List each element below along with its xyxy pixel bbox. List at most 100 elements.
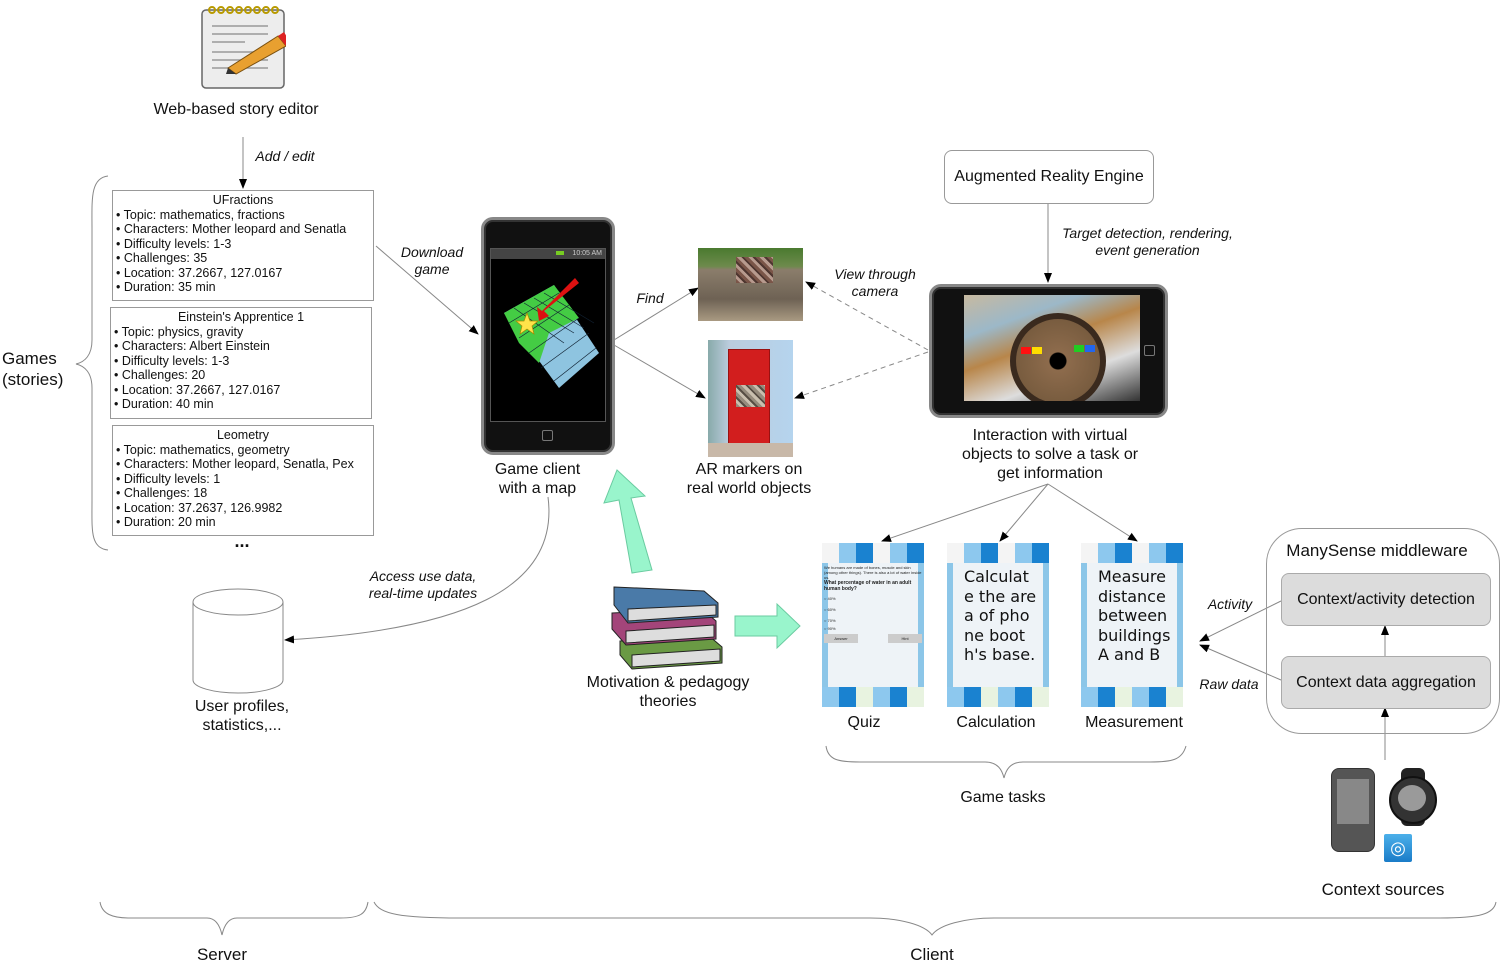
- battery-icon: [556, 251, 565, 256]
- story-item: Location: 37.2637, 126.9982: [116, 501, 370, 516]
- smartphone-screen: [1337, 779, 1369, 824]
- view-through-camera-label: View through camera: [834, 266, 916, 299]
- story-title: Leometry: [216, 428, 270, 442]
- task-text: Calculat e the area of phone booth's bas…: [964, 567, 1037, 664]
- task-edge: [822, 563, 828, 687]
- context-activity-detection[interactable]: Context/activity detection: [1281, 573, 1491, 626]
- story-card[interactable]: Leometry Topic: mathematics, geometry Ch…: [112, 425, 374, 536]
- games-brace: [75, 175, 109, 551]
- story-item: Duration: 40 min: [114, 397, 368, 412]
- context-sources-label: Context sources: [1321, 880, 1445, 899]
- ar-engine-box[interactable]: Augmented Reality Engine: [944, 150, 1154, 204]
- quiz-content: We humans are made of bones, muscle and …: [824, 565, 922, 643]
- tree-stump-photo: [698, 248, 803, 321]
- task-top-bar: [947, 543, 1049, 563]
- blue-marker: [1085, 345, 1095, 352]
- find-label: Find: [636, 290, 664, 306]
- story-item: Challenges: 20: [114, 368, 368, 383]
- download-game-label: Download game: [400, 244, 464, 277]
- story-title: Einstein's Apprentice 1: [177, 310, 305, 324]
- task-top-bar: [822, 543, 924, 563]
- more-stories-ellipsis: ...: [234, 531, 250, 551]
- task-top-bar: [1081, 543, 1183, 563]
- games-label: Games (stories): [2, 349, 64, 389]
- client-brace: [373, 901, 1497, 936]
- story-item: Difficulty levels: 1-3: [114, 354, 368, 369]
- target-detection-label: Target detection, rendering, event gener…: [1062, 225, 1233, 258]
- books-label: Motivation & pedagogy theories: [586, 674, 750, 710]
- phone-booth-photo: [708, 340, 793, 457]
- task-edge: [947, 563, 953, 687]
- game-client-label: Game client with a map: [494, 461, 581, 497]
- virtual-object-ring: [1010, 313, 1106, 401]
- ar-marker: [736, 257, 773, 283]
- story-item: Challenges: 35: [116, 251, 370, 266]
- server-tier-label: Server: [196, 945, 248, 964]
- activity-label: Activity: [1207, 596, 1253, 612]
- task-edge: [1043, 563, 1049, 687]
- edge-find-booth: [613, 344, 706, 399]
- story-card[interactable]: Einstein's Apprentice 1 Topic: physics, …: [110, 307, 372, 419]
- story-item: Characters: Mother leopard, Senatla, Pex: [116, 457, 370, 472]
- green-arrow-right: [734, 602, 801, 650]
- task-bottom-bar: [1081, 687, 1183, 707]
- story-item: Location: 37.2667, 127.0167: [116, 266, 370, 281]
- quiz-option[interactable]: ○ 70%: [824, 618, 836, 623]
- story-item: Difficulty levels: 1-3: [116, 237, 370, 252]
- task-text: Measure distance between buildings A and…: [1098, 567, 1171, 664]
- ar-interaction-label: Interaction with virtual objects to solv…: [961, 427, 1139, 482]
- story-item: Duration: 35 min: [116, 280, 370, 295]
- story-card[interactable]: UFractions Topic: mathematics, fractions…: [112, 190, 374, 301]
- books-icon: [610, 585, 725, 670]
- yellow-marker: [1032, 347, 1042, 354]
- ar-marker: [736, 385, 765, 407]
- calculation-task-screen[interactable]: Calculat e the area of phone booth's bas…: [947, 543, 1049, 707]
- nfc-icon: ◎: [1384, 834, 1412, 862]
- story-item: Characters: Mother leopard and Senatla: [116, 222, 370, 237]
- task-edge: [1177, 563, 1183, 687]
- middleware-title: ManySense middleware: [1286, 541, 1468, 560]
- measurement-task-screen[interactable]: Measure distance between buildings A and…: [1081, 543, 1183, 707]
- story-editor-label: Web-based story editor: [153, 101, 319, 118]
- story-item: Characters: Albert Einstein: [114, 339, 368, 354]
- green-marker: [1074, 345, 1084, 352]
- client-tier-label: Client: [910, 945, 954, 964]
- quiz-option[interactable]: ○ 90%: [824, 626, 836, 631]
- quiz-task-screen[interactable]: We humans are made of bones, muscle and …: [822, 543, 924, 707]
- map-icon: [504, 278, 599, 388]
- story-item: Topic: mathematics, fractions: [116, 208, 370, 223]
- hint-button[interactable]: Hint: [888, 634, 922, 643]
- edge-task-quiz: [881, 483, 1049, 542]
- task-edge: [1081, 563, 1087, 687]
- ar-markers-label: AR markers on real world objects: [686, 461, 812, 497]
- watch-display: [1398, 785, 1426, 811]
- notepad-pencil-icon: [200, 4, 290, 90]
- task-bottom-bar: [822, 687, 924, 707]
- story-item: Topic: physics, gravity: [114, 325, 368, 340]
- story-title: UFractions: [212, 193, 274, 207]
- sidewalk: [708, 443, 793, 457]
- green-arrow-up: [603, 469, 653, 574]
- game-client-phone: 10:05 AM: [481, 217, 615, 455]
- story-item: Topic: mathematics, geometry: [116, 443, 370, 458]
- status-bar: 10:05 AM: [491, 249, 605, 259]
- answer-button[interactable]: Answer: [824, 634, 858, 643]
- home-button[interactable]: [542, 430, 553, 441]
- story-item: Difficulty levels: 1: [116, 472, 370, 487]
- task-bottom-bar: [947, 687, 1049, 707]
- smartphone-icon: [1331, 768, 1375, 852]
- story-item: Challenges: 18: [116, 486, 370, 501]
- quiz-option[interactable]: ○ 40%: [824, 596, 836, 601]
- story-item: Duration: 20 min: [116, 515, 370, 530]
- home-button[interactable]: [1144, 345, 1155, 356]
- red-marker: [1021, 347, 1031, 354]
- server-brace: [99, 901, 369, 936]
- story-item: Location: 37.2667, 127.0167: [114, 383, 368, 398]
- ar-phone: [929, 284, 1168, 418]
- edge-task-calc: [999, 483, 1049, 542]
- quiz-option[interactable]: ○ 60%: [824, 607, 836, 612]
- database-label: User profiles, statistics,...: [194, 698, 290, 734]
- edge-camera-booth: [794, 351, 929, 399]
- context-data-aggregation[interactable]: Context data aggregation: [1281, 656, 1491, 709]
- task-edge: [918, 563, 924, 687]
